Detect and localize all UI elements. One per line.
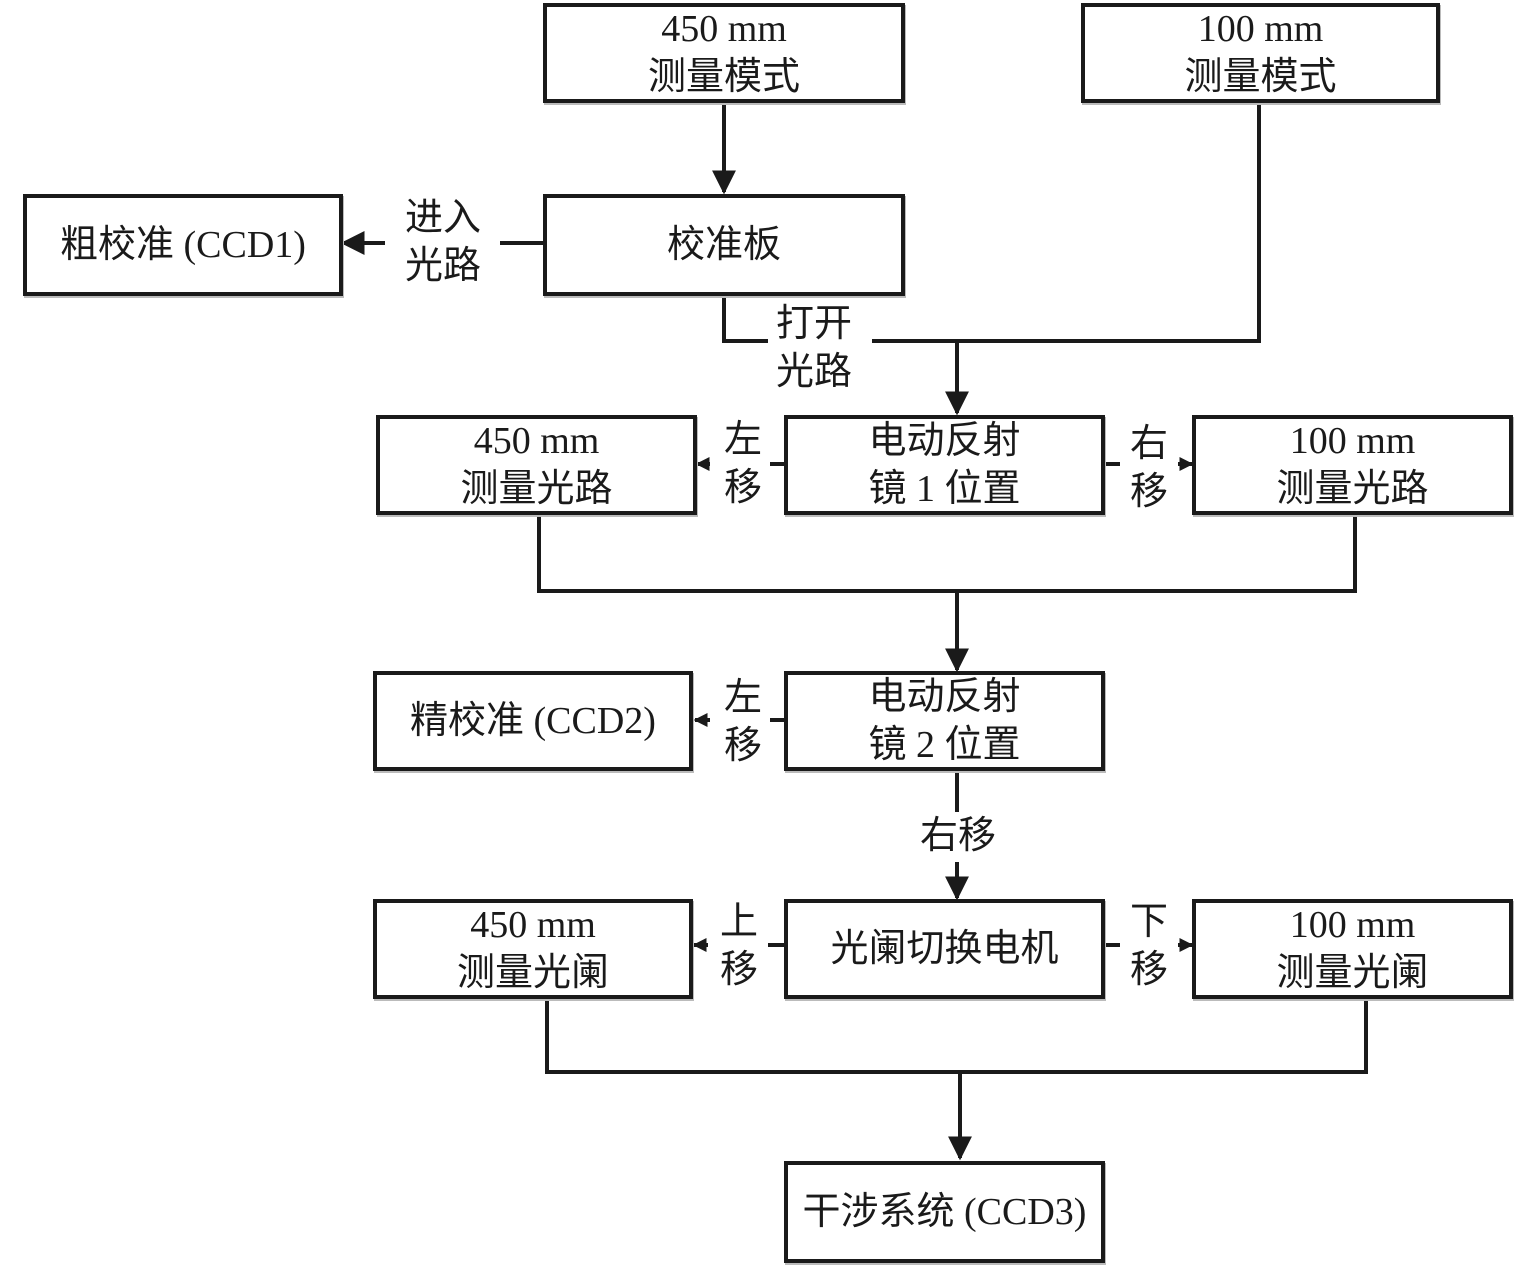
edge-mode100-down bbox=[957, 102, 1261, 343]
label-text: 移 bbox=[723, 725, 762, 767]
node-text: 450 mm bbox=[473, 420, 600, 462]
node-text: 粗校准 (CCD1) bbox=[60, 224, 306, 266]
node-text: 450 mm bbox=[470, 904, 596, 946]
node-text: 光阑切换电机 bbox=[830, 928, 1059, 970]
node-450mm-measure-mode: 450 mm 测量模式 bbox=[543, 3, 905, 103]
node-text: 镜 2 位置 bbox=[868, 724, 1021, 766]
label-text: 移 bbox=[719, 949, 758, 991]
label-text: 右 bbox=[1129, 423, 1168, 465]
label-text: 移 bbox=[1129, 949, 1168, 991]
edge-label-motor-down: 下 移 bbox=[1126, 898, 1172, 994]
node-text: 电动反射 bbox=[868, 420, 1021, 462]
node-450mm-optical-path: 450 mm 测量光路 bbox=[376, 415, 697, 515]
edge-label-mirror2-left: 左 移 bbox=[720, 674, 766, 770]
node-text: 100 mm bbox=[1289, 420, 1416, 462]
edge-label-motor-up: 上 移 bbox=[716, 898, 762, 994]
edge-label-open-path: 打开 光路 bbox=[770, 300, 858, 396]
node-fine-calibration: 精校准 (CCD2) bbox=[373, 671, 693, 771]
node-calibration-plate: 校准板 bbox=[543, 194, 905, 296]
node-text: 电动反射 bbox=[868, 676, 1021, 718]
node-text: 测量光阑 bbox=[456, 952, 609, 994]
edge-stops-merge bbox=[545, 997, 1368, 1074]
node-text: 干涉系统 (CCD3) bbox=[802, 1191, 1087, 1233]
label-text: 移 bbox=[723, 467, 762, 509]
label-text: 左 bbox=[723, 677, 762, 719]
edge-label-mirror1-left: 左 移 bbox=[720, 416, 766, 512]
node-text: 校准板 bbox=[666, 224, 781, 266]
node-mirror-1-position: 电动反射 镜 1 位置 bbox=[784, 415, 1105, 515]
label-text: 光路 bbox=[404, 245, 481, 287]
label-text: 移 bbox=[1129, 471, 1168, 513]
node-text: 精校准 (CCD2) bbox=[410, 700, 656, 742]
node-text: 测量模式 bbox=[1184, 56, 1337, 98]
node-text: 450 mm bbox=[661, 8, 787, 50]
node-interferometer-system: 干涉系统 (CCD3) bbox=[784, 1161, 1105, 1263]
node-text: 测量光路 bbox=[1276, 468, 1429, 510]
label-text: 上 bbox=[719, 901, 758, 943]
node-text: 测量模式 bbox=[647, 56, 800, 98]
node-text: 测量光路 bbox=[460, 468, 613, 510]
node-100mm-measure-mode: 100 mm 测量模式 bbox=[1081, 3, 1440, 103]
node-100mm-aperture: 100 mm 测量光阑 bbox=[1192, 899, 1513, 999]
node-text: 100 mm bbox=[1289, 904, 1416, 946]
label-text: 左 bbox=[723, 419, 762, 461]
label-text: 光路 bbox=[775, 351, 852, 393]
label-text: 下 bbox=[1129, 901, 1168, 943]
label-text: 右移 bbox=[919, 815, 996, 857]
node-text: 测量光阑 bbox=[1276, 952, 1429, 994]
node-text: 100 mm bbox=[1197, 8, 1324, 50]
node-450mm-aperture: 450 mm 测量光阑 bbox=[373, 899, 693, 999]
node-mirror-2-position: 电动反射 镜 2 位置 bbox=[784, 671, 1105, 771]
edge-paths-merge bbox=[537, 514, 1357, 593]
label-text: 进入 bbox=[404, 197, 481, 239]
node-100mm-optical-path: 100 mm 测量光路 bbox=[1192, 415, 1513, 515]
edge-label-mirror2-right: 右移 bbox=[914, 812, 1002, 860]
node-aperture-switch-motor: 光阑切换电机 bbox=[784, 899, 1105, 999]
label-text: 打开 bbox=[775, 303, 852, 345]
node-coarse-calibration: 粗校准 (CCD1) bbox=[23, 194, 343, 296]
edge-calib-down bbox=[722, 295, 768, 343]
node-text: 镜 1 位置 bbox=[868, 468, 1021, 510]
edge-label-mirror1-right: 右 移 bbox=[1126, 420, 1172, 516]
edge-label-enter-path: 进入 光路 bbox=[400, 194, 486, 290]
